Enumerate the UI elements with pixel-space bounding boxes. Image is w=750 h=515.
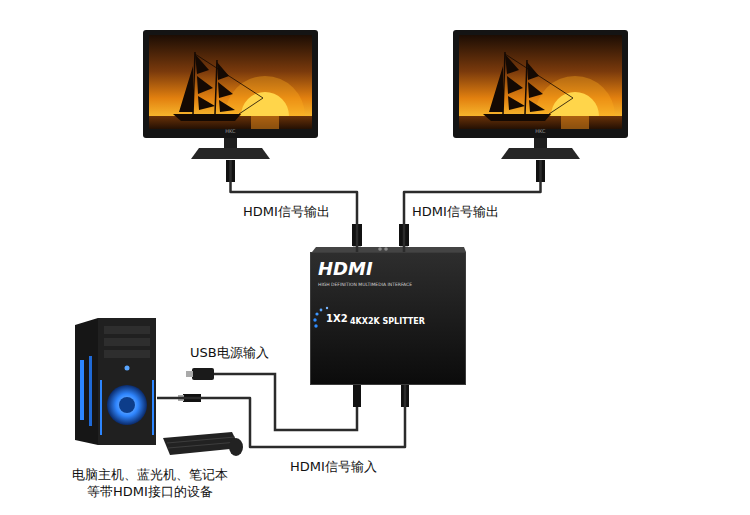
monitor: HKC <box>143 30 318 160</box>
port-label: USB电源输入 <box>190 345 269 361</box>
splitter-illustration-part <box>313 318 316 321</box>
port-count: 1X2 <box>326 313 348 325</box>
monitor-illustration-part <box>489 54 545 112</box>
computer-illustration-part <box>100 380 102 435</box>
monitor-illustration <box>453 30 628 159</box>
logo-subtitle: HIGH DEFINITION MULTIMEDIA INTERFACE <box>318 282 412 287</box>
monitor: HKC <box>453 30 628 160</box>
computer-illustration-part <box>104 338 150 346</box>
hdmi-logo: HDMI <box>318 258 373 280</box>
splitter-illustration-part <box>384 247 388 251</box>
source-device: 电脑主机、蓝光机、笔记本 等带HDMI接口的设备 <box>75 318 157 445</box>
monitor-illustration-part <box>179 54 235 112</box>
monitor-illustration <box>143 30 318 159</box>
hdmi-plug <box>178 160 545 407</box>
monitor-illustration-part <box>561 116 589 129</box>
computer-illustration <box>75 318 243 456</box>
computer-illustration-part <box>125 366 130 371</box>
monitor-illustration-part <box>191 148 270 159</box>
monitor-illustration-part <box>225 76 305 116</box>
monitor-illustration-part <box>453 30 628 138</box>
monitor-illustration-part <box>224 138 237 148</box>
splitter-illustration-part <box>312 247 466 252</box>
computer-illustration-part <box>75 318 98 445</box>
cable-label: HDMI信号输出 <box>243 204 330 220</box>
monitor-illustration-part <box>535 76 615 116</box>
splitter-illustration-part <box>378 247 382 251</box>
cable-label: HDMI信号输入 <box>290 459 377 475</box>
brand-text: HKC <box>143 128 318 134</box>
splitter-illustration-part <box>310 252 466 385</box>
splitter-illustration-part <box>314 324 317 327</box>
monitor-illustration-part <box>251 116 279 129</box>
computer-illustration-part <box>119 397 135 413</box>
usb-power-adapter-part <box>214 374 357 430</box>
splitter-illustration-part <box>311 253 466 385</box>
monitor-illustration-part <box>143 30 318 138</box>
monitor-illustration-part <box>195 54 263 114</box>
cable-label: HDMI信号输出 <box>412 204 499 220</box>
splitter-illustration-part <box>315 312 318 315</box>
brand-text: HKC <box>453 128 628 134</box>
device-caption: 电脑主机、蓝光机、笔记本 等带HDMI接口的设备 <box>66 466 234 500</box>
usb-power-adapter-part <box>186 371 193 377</box>
monitor-illustration-part <box>483 114 551 121</box>
monitor-illustration-part <box>173 114 241 121</box>
usb-plug-part <box>353 385 361 407</box>
computer-illustration-part <box>152 380 154 435</box>
hdmi-cable <box>157 385 405 447</box>
monitor-illustration-part <box>505 54 573 114</box>
computer-illustration-part <box>80 360 84 420</box>
computer-illustration-part <box>229 438 243 456</box>
splitter-illustration-part <box>326 307 328 309</box>
monitor-illustration-part <box>534 138 547 148</box>
model-name: 4KX2K SPLITTER <box>350 317 425 327</box>
splitter-box: HDMI HIGH DEFINITION MULTIMEDIA INTERFACE… <box>310 252 466 385</box>
usb-plug <box>353 385 361 407</box>
monitor-illustration-part <box>501 148 580 159</box>
monitor-illustration-part <box>551 92 599 116</box>
computer-illustration-part <box>163 432 240 455</box>
computer-illustration-part <box>98 318 156 445</box>
hdmi-cable <box>404 160 541 252</box>
splitter-illustration-part <box>320 309 323 312</box>
computer-illustration-part <box>89 356 92 426</box>
computer-illustration-part <box>104 350 150 358</box>
hdmi-cable <box>231 160 358 252</box>
monitor-illustration-part <box>241 92 289 116</box>
computer-illustration-part <box>167 437 238 448</box>
computer-illustration-part <box>107 385 147 425</box>
usb-power-adapter-part <box>192 368 214 380</box>
computer-illustration-part <box>104 326 150 334</box>
splitter-illustration <box>310 247 466 385</box>
